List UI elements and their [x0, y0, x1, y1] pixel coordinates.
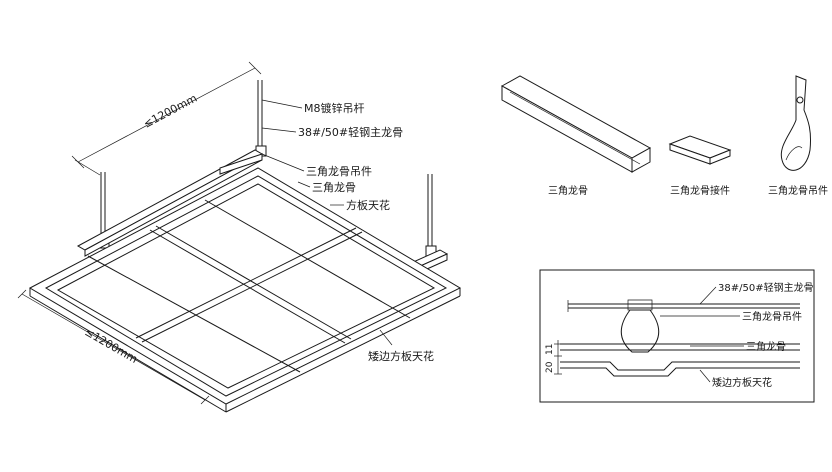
section-dim-upper: 11	[545, 344, 555, 355]
section-dim-lower: 20	[545, 361, 555, 373]
isometric-ceiling-view: ≤1200mm ≤1200mm	[17, 61, 462, 413]
callout-hanger: 三角龙骨吊件	[306, 165, 372, 178]
callout-panel: 方板天花	[346, 198, 390, 212]
section-callout-hanger: 三角龙骨吊件	[742, 310, 802, 323]
component-hanger: 三角龙骨吊件	[768, 75, 828, 197]
section-callout-main-runner: 38#/50#轻钢主龙骨	[718, 281, 814, 294]
part-label-connector: 三角龙骨接件	[670, 184, 730, 197]
section-callout-bevel-panel: 矮边方板天花	[712, 376, 772, 389]
panel-frame	[28, 167, 462, 413]
triangle-keels	[87, 199, 411, 373]
callout-main-runner: 38#/50#轻钢主龙骨	[298, 125, 403, 139]
section-callout-triangle-keel: 三角龙骨	[746, 340, 786, 353]
main-callouts: M8镀锌吊杆 38#/50#轻钢主龙骨 三角龙骨吊件 三角龙骨 方板天花 矮边方…	[261, 99, 434, 363]
part-label-triangle-keel: 三角龙骨	[548, 184, 588, 197]
top-dimension: ≤1200mm	[71, 61, 262, 176]
callout-rod: M8镀锌吊杆	[304, 101, 365, 115]
component-triangle-keel: 三角龙骨	[500, 75, 652, 197]
callout-bevel-panel: 矮边方板天花	[368, 349, 434, 363]
component-connector: 三角龙骨接件	[668, 135, 732, 197]
top-dimension-label: ≤1200mm	[141, 92, 199, 131]
callout-triangle-keel: 三角龙骨	[312, 181, 356, 194]
part-label-hanger: 三角龙骨吊件	[768, 184, 828, 197]
section-view: 11 20 38#/50#轻钢主龙骨 三角龙骨吊件 三角龙骨 矮边方板天花	[539, 269, 815, 403]
